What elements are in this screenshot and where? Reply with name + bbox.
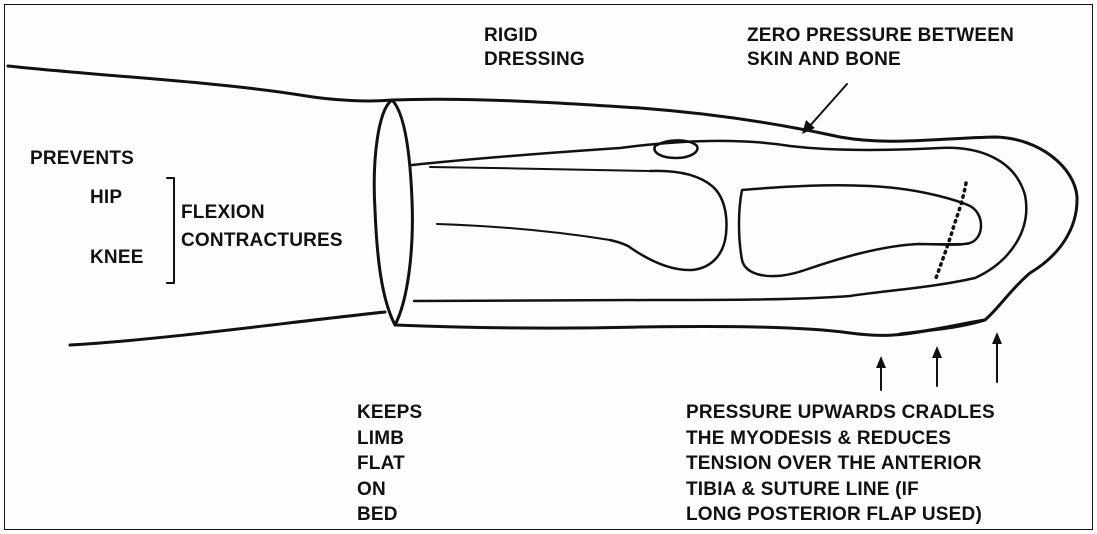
label-line: THE MYODESIS & REDUCES	[686, 426, 995, 452]
zero-pressure-label: ZERO PRESSURE BETWEEN SKIN AND BONE	[747, 24, 1014, 72]
hip-knee-bracket	[167, 178, 174, 283]
label-line: BED	[357, 502, 422, 528]
contractures-label: CONTRACTURES	[181, 229, 343, 253]
femur-shaft-top	[430, 167, 650, 171]
dressing-opening	[374, 100, 412, 325]
keeps-limb-label: KEEPS LIMB FLAT ON BED	[357, 400, 422, 528]
label-line: TENSION OVER THE ANTERIOR	[686, 451, 995, 477]
arrowhead-up-3	[992, 332, 1002, 344]
label-line: PRESSURE UPWARDS CRADLES	[686, 400, 995, 426]
thigh-outline-top	[8, 66, 392, 101]
tibia-remnant	[739, 185, 981, 276]
femur-condyle	[610, 171, 726, 270]
rigid-dressing-label: RIGID DRESSING	[484, 24, 585, 72]
femur-shaft-bottom	[437, 224, 610, 240]
arrowhead-up-2	[932, 346, 942, 358]
label-line: DRESSING	[484, 48, 585, 72]
label-line: ON	[357, 477, 422, 503]
label-line: FLAT	[357, 451, 422, 477]
label-line: LIMB	[357, 426, 422, 452]
label-line: KEEPS	[357, 400, 422, 426]
pressure-upwards-label: PRESSURE UPWARDS CRADLES THE MYODESIS & …	[686, 400, 995, 528]
stump-skin-line	[412, 141, 1026, 301]
label-line: SKIN AND BONE	[747, 48, 1014, 72]
knee-label: KNEE	[90, 246, 144, 270]
label-line: TIBIA & SUTURE LINE (IF	[686, 477, 995, 503]
hip-label: HIP	[90, 186, 122, 210]
prevents-label: PREVENTS	[30, 147, 134, 171]
flexion-label: FLEXION	[181, 201, 265, 225]
arrow-zero-pressure	[808, 84, 847, 128]
label-line: RIGID	[484, 24, 585, 48]
dressing-outline-bottom	[395, 320, 985, 335]
label-line: LONG POSTERIOR FLAP USED)	[686, 502, 995, 528]
arrowhead-up-1	[876, 356, 886, 368]
label-line: ZERO PRESSURE BETWEEN	[747, 24, 1014, 48]
thigh-outline-bottom	[70, 312, 385, 345]
